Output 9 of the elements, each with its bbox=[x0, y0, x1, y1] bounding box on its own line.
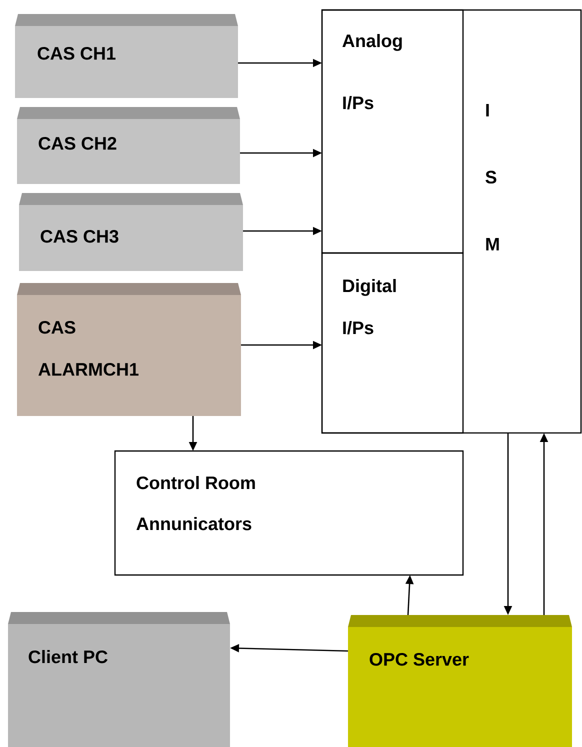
process-box: Client PC bbox=[8, 612, 230, 747]
input-section: Digital I/Ps bbox=[321, 252, 464, 434]
process-box: CAS CH2 bbox=[17, 107, 240, 184]
process-box: Control Room Annunicators bbox=[114, 450, 464, 576]
process-box: CAS ALARMCH1 bbox=[17, 283, 241, 416]
process-box: CAS CH1 bbox=[15, 14, 238, 98]
process-box: OPC Server bbox=[348, 615, 572, 747]
input-section: Analog I/Ps bbox=[321, 9, 464, 254]
process-box: CAS CH3 bbox=[19, 193, 243, 271]
